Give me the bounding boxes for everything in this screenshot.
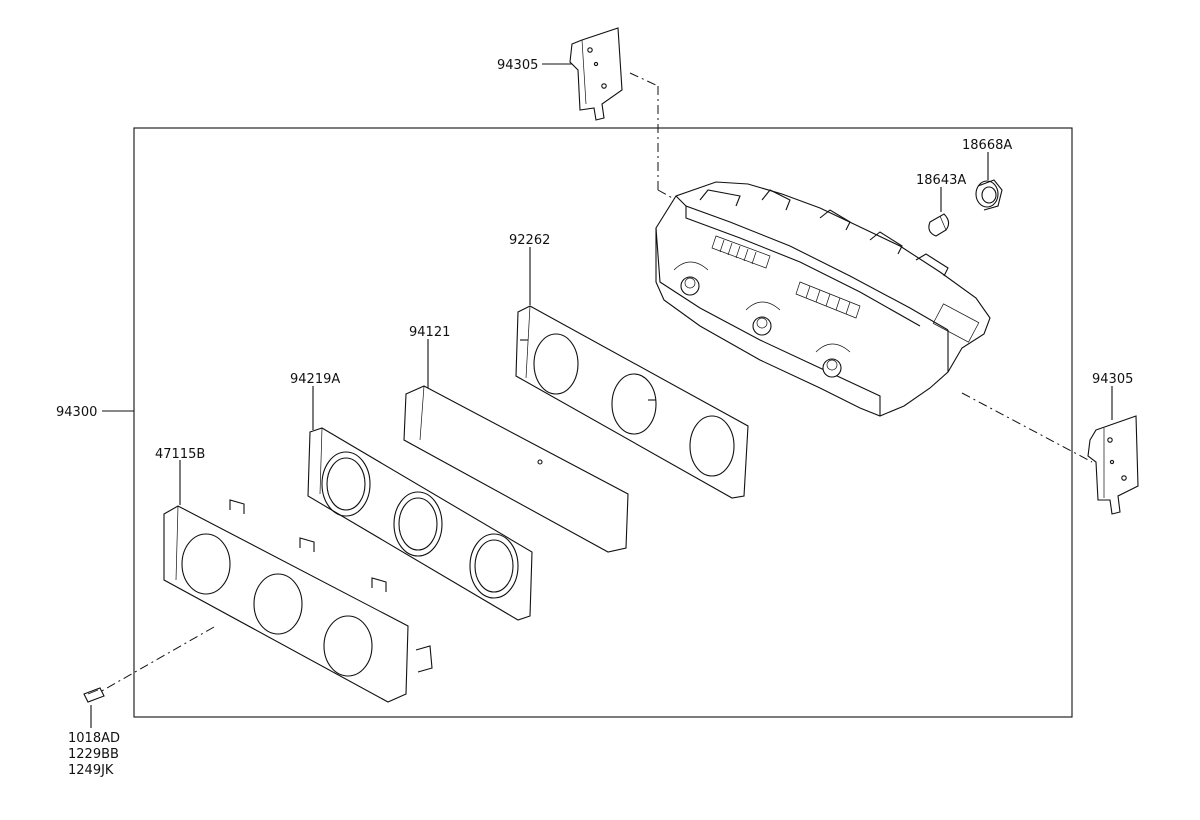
label-screw-1: 1018AD [68,731,120,746]
assembly-frame [133,127,1073,718]
bulb-part [928,213,950,237]
label-94121: 94121 [409,325,450,340]
label-94300: 94300 [56,405,97,420]
control-unit [655,181,991,417]
screw-part [83,687,105,703]
bracket-top [569,27,623,121]
label-screw-3: 1249JK [68,763,114,778]
ring-panel-94219A [307,427,533,621]
bezel-47115B [163,499,433,703]
label-18668A: 18668A [962,138,1012,153]
label-18643A: 18643A [916,173,966,188]
leader-lines [90,63,1113,728]
bracket-right [1087,415,1139,515]
label-94305-top: 94305 [497,58,538,73]
panel-92262 [515,305,749,499]
label-94219A: 94219A [290,372,340,387]
label-screw-2: 1229BB [68,747,119,762]
label-92262: 92262 [509,233,550,248]
label-47115B: 47115B [155,447,205,462]
socket-part [975,179,1003,211]
assembly-dash-lines [99,72,1093,693]
plate-94121 [403,385,629,553]
label-94305-right: 94305 [1092,372,1133,387]
control-knobs [673,261,851,378]
